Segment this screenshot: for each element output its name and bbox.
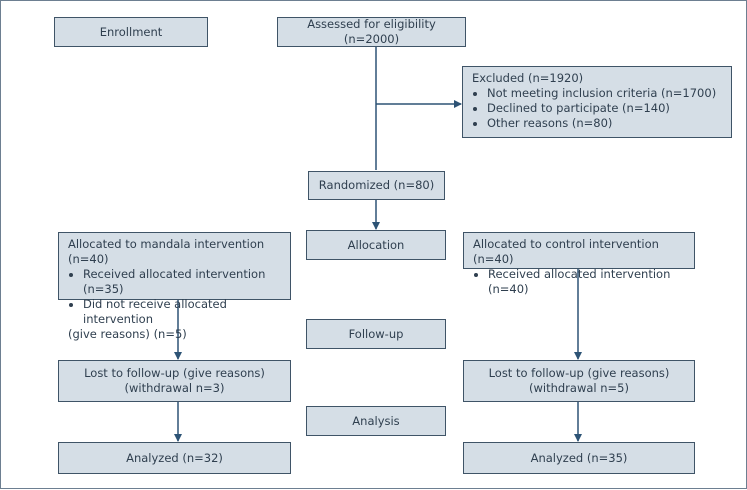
right-lost-line2: (withdrawal n=5) [528, 381, 629, 395]
assessed-box: Assessed for eligibility (n=2000) [277, 17, 466, 47]
left-lost-line2: (withdrawal n=3) [124, 381, 225, 395]
right-lost-box: Lost to follow-up (give reasons) (withdr… [463, 360, 695, 402]
right-allocated-title: Allocated to control intervention (n=40) [473, 237, 659, 266]
right-allocated-list: Received allocated intervention (n=40) [473, 267, 688, 297]
right-analyzed-label: Analyzed (n=35) [530, 450, 628, 465]
left-lost-box: Lost to follow-up (give reasons) (withdr… [58, 360, 291, 402]
assessed-label: Assessed for eligibility (n=2000) [307, 17, 436, 46]
right-allocated-box: Allocated to control intervention (n=40)… [463, 232, 695, 296]
left-allocated-title: Allocated to mandala intervention (n=40) [68, 237, 265, 266]
excluded-reason: Declined to participate (n=140) [487, 101, 725, 116]
left-analyzed-label: Analyzed (n=32) [126, 450, 223, 465]
right-analyzed-box: Analyzed (n=35) [463, 442, 695, 474]
phase-followup: Follow-up [306, 319, 446, 349]
phase-enrollment: Enrollment [54, 17, 208, 47]
excluded-reason: Not meeting inclusion criteria (n=1700) [487, 86, 725, 101]
randomized-label: Randomized (n=80) [318, 178, 435, 192]
left-allocated-item: Received allocated intervention (n=35) [83, 267, 284, 297]
randomized-box: Randomized (n=80) [308, 171, 445, 200]
excluded-reason: Other reasons (n=80) [487, 116, 725, 131]
phase-analysis-label: Analysis [352, 413, 400, 428]
right-allocated-item: Received allocated intervention (n=40) [488, 267, 688, 297]
excluded-reasons-list: Not meeting inclusion criteria (n=1700) … [472, 86, 725, 131]
phase-followup-label: Follow-up [348, 326, 404, 341]
right-lost-line1: Lost to follow-up (give reasons) [488, 366, 670, 380]
left-analyzed-box: Analyzed (n=32) [58, 442, 291, 474]
phase-enrollment-label: Enrollment [99, 24, 163, 39]
left-allocated-box: Allocated to mandala intervention (n=40)… [58, 232, 291, 341]
left-allocated-item: Did not receive allocated intervention [83, 297, 284, 327]
phase-allocation-label: Allocation [347, 237, 405, 252]
left-lost-line1: Lost to follow-up (give reasons) [84, 366, 265, 380]
left-allocated-list: Received allocated intervention (n=35) D… [68, 267, 284, 327]
phase-allocation: Allocation [306, 230, 446, 260]
excluded-title: Excluded (n=1920) [472, 71, 584, 85]
left-allocated-extra: (give reasons) (n=5) [68, 327, 187, 341]
excluded-box: Excluded (n=1920) Not meeting inclusion … [462, 66, 732, 138]
phase-analysis: Analysis [306, 406, 446, 436]
